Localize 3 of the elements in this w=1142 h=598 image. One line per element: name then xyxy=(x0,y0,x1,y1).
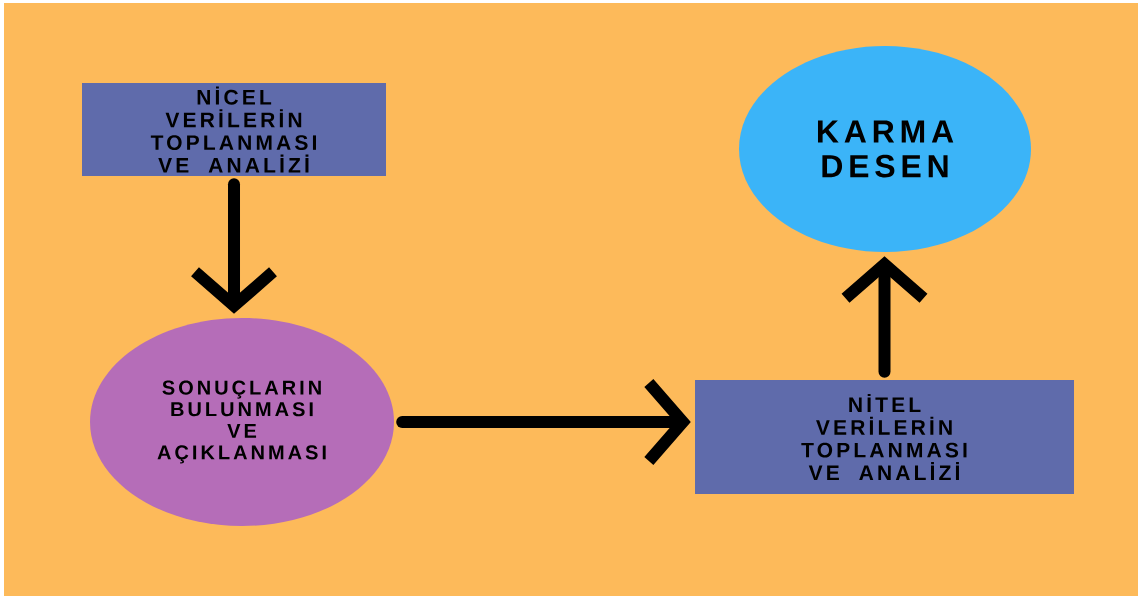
process-box: NİTEL VERİLERİN TOPLANMASI VE ANALİZİ xyxy=(695,380,1074,494)
process-box: NİCEL VERİLERİN TOPLANMASI VE ANALİZİ xyxy=(82,83,386,176)
arrow xyxy=(396,379,691,465)
